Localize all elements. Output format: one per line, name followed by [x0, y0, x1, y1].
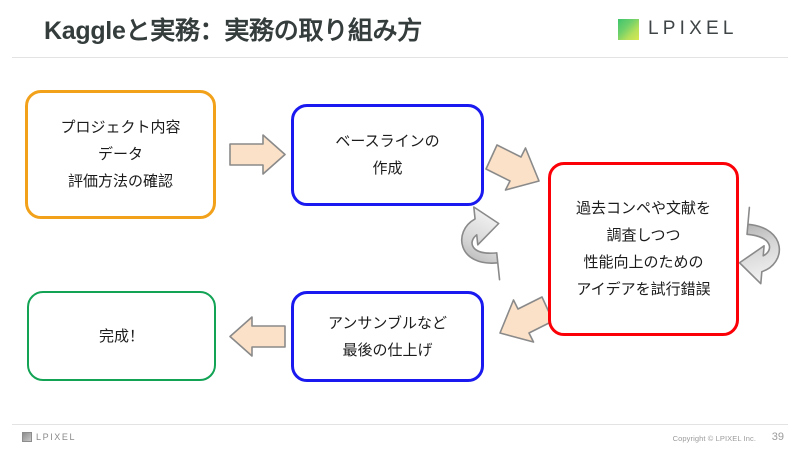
flow-box-ensemble-line-1: アンサンブルなど [328, 314, 447, 332]
flow-box-research-iterate-line-2: 調査しつつ [606, 227, 681, 244]
flow-box-research-iterate[interactable]: 過去コンペや文献を 調査しつつ 性能向上のための アイデアを試行錯誤 [548, 162, 739, 336]
flow-box-project-scope[interactable]: プロジェクト内容 データ 評価方法の確認 [25, 90, 216, 219]
lpixel-logo: LPIXEL [618, 17, 738, 41]
flow-box-research-iterate-line-1: 過去コンペや文献を [575, 200, 711, 217]
slide-footer: LPIXEL Copyright © LPIXEL Inc. 39 [0, 424, 800, 450]
lpixel-gray-square-icon [22, 432, 32, 442]
flow-box-ensemble-line-2: 最後の仕上げ [342, 341, 433, 359]
flow-box-project-scope-line-2: データ [97, 146, 143, 163]
flow-box-baseline[interactable]: ベースラインの 作成 [291, 104, 484, 206]
arrow-research-to-ensemble [499, 296, 554, 343]
footer-divider [12, 424, 788, 425]
slide-header: Kaggleと実務：実務の取り組み方 LPIXEL [0, 0, 800, 57]
page-number: 39 [771, 431, 784, 443]
flow-box-research-iterate-line-3: 性能向上のための [583, 254, 704, 271]
arrow-research-loop-right [738, 206, 781, 285]
arrow-research-loop-left [460, 206, 501, 281]
flow-box-done[interactable]: 完成！ [27, 291, 216, 381]
footer-lpixel-logo-text: LPIXEL [36, 432, 77, 442]
copyright-notice: Copyright © LPIXEL Inc. [672, 434, 756, 443]
flow-box-baseline-line-1: ベースラインの [335, 133, 440, 150]
flow-box-research-iterate-line-4: アイデアを試行錯誤 [576, 281, 711, 298]
arrow-baseline-to-research [485, 144, 540, 191]
arrow-ensemble-to-done [229, 316, 286, 357]
flow-box-ensemble[interactable]: アンサンブルなど 最後の仕上げ [291, 291, 484, 382]
flow-box-project-scope-line-3: 評価方法の確認 [67, 173, 173, 190]
flow-box-project-scope-line-1: プロジェクト内容 [60, 119, 181, 136]
arrow-project-to-baseline [229, 134, 286, 175]
flow-box-baseline-line-2: 作成 [372, 160, 403, 177]
lpixel-logo-text: LPIXEL [648, 18, 738, 39]
flow-box-done-line-1: 完成！ [98, 327, 144, 345]
footer-lpixel-logo: LPIXEL [22, 432, 76, 442]
lpixel-gradient-square-icon [618, 18, 639, 40]
page-title: Kaggleと実務：実務の取り組み方 [44, 17, 422, 45]
header-divider [12, 57, 788, 58]
